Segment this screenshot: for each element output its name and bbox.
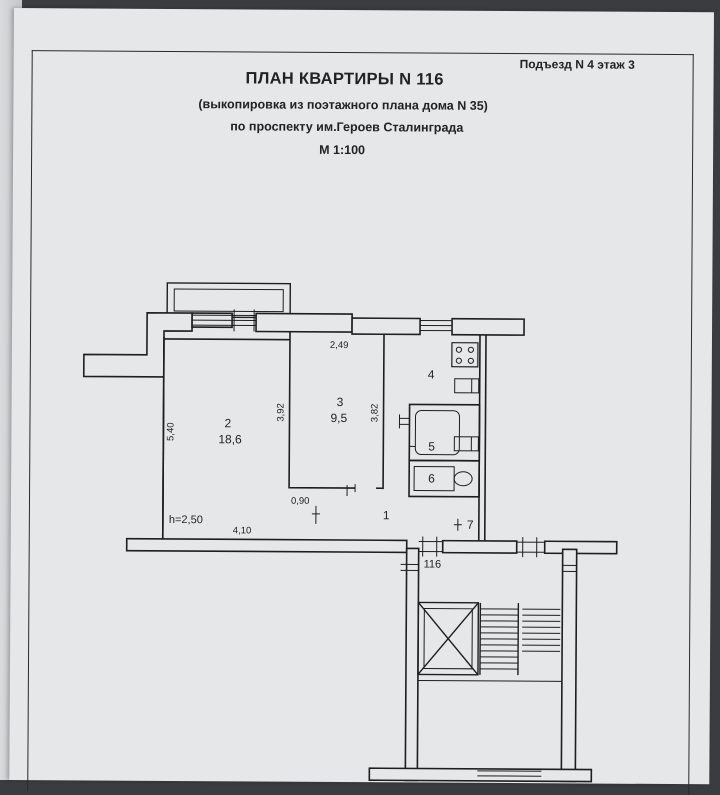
room-2-number: 2 <box>224 416 231 430</box>
room-5-number: 5 <box>428 440 435 454</box>
dim-door-width: 0,90 <box>291 496 310 507</box>
dim-room2-width: 4,10 <box>233 525 252 536</box>
room-7-number: 7 <box>467 518 474 532</box>
stair-left-wall <box>405 548 418 780</box>
room-6-number: 6 <box>428 472 435 486</box>
top-wall-3 <box>352 318 420 334</box>
bottom-wall-left <box>127 539 407 553</box>
left-wall <box>84 312 192 377</box>
stairwell <box>369 602 592 781</box>
top-wall-2 <box>256 313 352 332</box>
bathroom <box>409 404 479 460</box>
floor-plan: 2 18,6 3 9,5 1 4 5 6 7 5,40 4,10 h=2,50 … <box>9 8 714 784</box>
partition-room3-left <box>289 332 356 488</box>
room-3-number: 3 <box>337 395 344 409</box>
room-4-number: 4 <box>428 368 435 382</box>
balcony-inner <box>174 289 283 312</box>
toilet-room <box>409 460 479 496</box>
dim-room3-left: 3,92 <box>275 403 286 422</box>
room-3-area: 9,5 <box>330 411 347 425</box>
plan-sheet: Подъезд N 4 этаж 3 ПЛАН КВАРТИРЫ N 116 (… <box>9 8 714 784</box>
dim-room3-right: 3,82 <box>369 404 380 423</box>
toilet-bowl <box>454 472 472 486</box>
ceiling-height: h=2,50 <box>169 514 203 526</box>
dim-room2-height: 5,40 <box>165 422 176 441</box>
room-2-area: 18,6 <box>218 432 242 446</box>
bathtub <box>415 410 459 454</box>
stair-right-wall <box>561 549 576 781</box>
room-1-number: 1 <box>383 508 390 522</box>
bottom-wall-right <box>545 541 617 553</box>
dim-room3-width: 2,49 <box>330 340 349 351</box>
stove <box>452 343 478 367</box>
bottom-wall-mid <box>443 541 517 553</box>
top-wall-4 <box>452 319 524 335</box>
apartment-door-label: 116 <box>424 559 442 571</box>
